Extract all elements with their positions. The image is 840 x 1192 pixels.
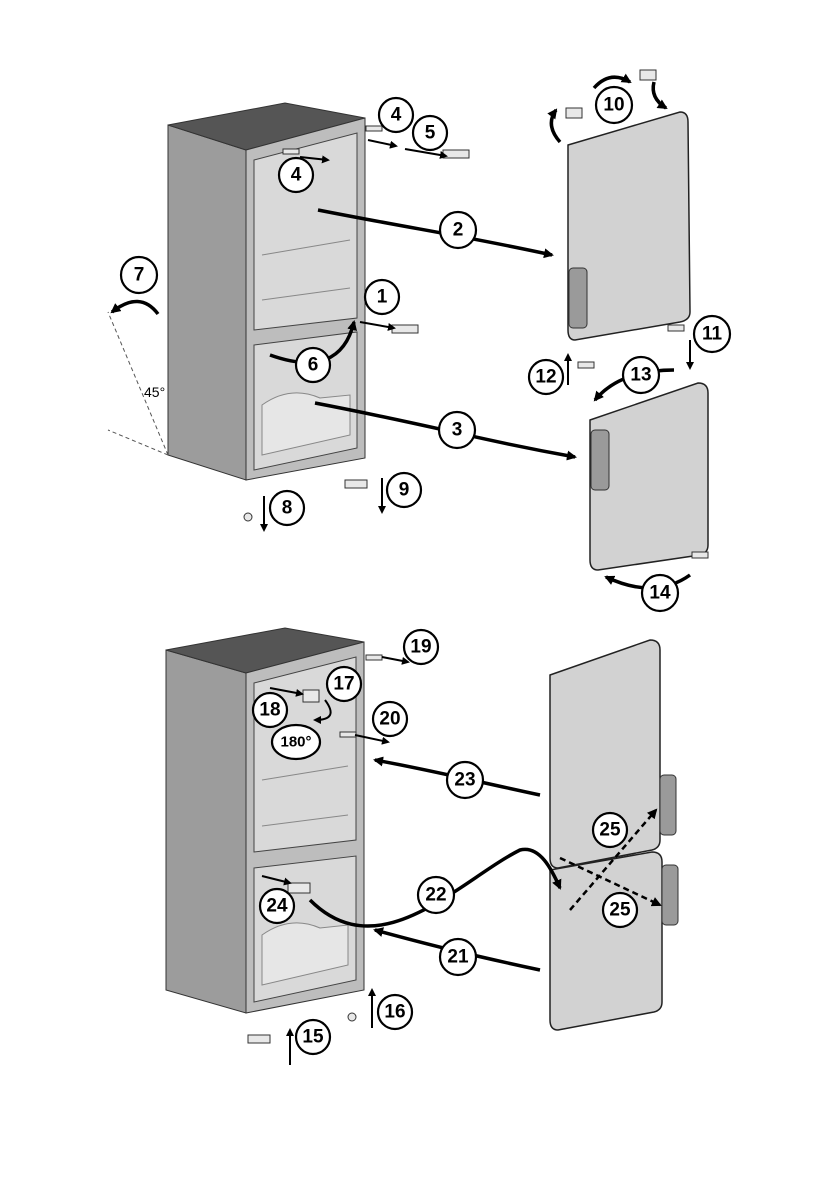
- step-badge: 24: [260, 889, 294, 923]
- bottom-hinge: [345, 480, 367, 488]
- lower-door-handle: [662, 865, 678, 925]
- svg-text:10: 10: [603, 95, 624, 116]
- svg-text:19: 19: [410, 637, 431, 658]
- svg-text:20: 20: [379, 709, 400, 730]
- svg-text:5: 5: [425, 123, 436, 144]
- step-badge: 4: [279, 158, 313, 192]
- step-badge: 16: [378, 995, 412, 1029]
- bottom-hinge: [248, 1035, 270, 1043]
- step-badge: 2: [440, 212, 476, 248]
- svg-text:17: 17: [333, 674, 354, 695]
- svg-text:7: 7: [134, 265, 145, 286]
- door-stop: [692, 552, 708, 558]
- arrow-step-10: [551, 110, 560, 142]
- middle-hinge: [288, 883, 310, 893]
- foot: [244, 513, 252, 521]
- step-badge: 7: [121, 257, 157, 293]
- svg-text:23: 23: [454, 770, 475, 791]
- svg-text:18: 18: [259, 700, 280, 721]
- step-badge: 14: [642, 575, 678, 611]
- arrow-step-19: [382, 657, 408, 662]
- hole-cap: [566, 108, 582, 118]
- step-badge: 9: [387, 473, 421, 507]
- svg-text:12: 12: [535, 367, 556, 388]
- step-badge: 5: [413, 116, 447, 150]
- svg-text:24: 24: [266, 896, 288, 917]
- step-badge: 10: [596, 87, 632, 123]
- svg-text:9: 9: [399, 480, 410, 501]
- upper-door-handle: [569, 268, 587, 328]
- svg-text:180°: 180°: [280, 734, 311, 751]
- step-badge: 20: [373, 702, 407, 736]
- step-badge: 13: [623, 357, 659, 393]
- step-badge: 23: [447, 762, 483, 798]
- svg-text:4: 4: [291, 165, 302, 186]
- svg-text:2: 2: [453, 220, 464, 241]
- step-badge: 1: [365, 280, 399, 314]
- step-badge: 3: [439, 412, 475, 448]
- bottom-lower-door: [550, 852, 678, 1030]
- cabinet-side-panel: [168, 125, 246, 480]
- svg-text:6: 6: [308, 355, 319, 376]
- hinge-cover: [366, 126, 382, 131]
- tilt-arrow: [112, 301, 158, 314]
- svg-text:3: 3: [452, 420, 463, 441]
- door-stop: [578, 362, 594, 368]
- tilt-angle-label: 45°: [144, 384, 165, 400]
- step-badge: 17: [327, 667, 361, 701]
- step-badge: 12: [529, 360, 563, 394]
- svg-text:1: 1: [377, 287, 388, 308]
- svg-text:22: 22: [425, 885, 446, 906]
- hole-cap: [640, 70, 656, 80]
- step-badge: 18: [253, 693, 287, 727]
- svg-text:4: 4: [391, 105, 402, 126]
- top-hinge: [443, 150, 469, 158]
- top-fridge-cabinet: [168, 103, 365, 480]
- upper-door-handle: [660, 775, 676, 835]
- step-badge: 6: [296, 348, 330, 382]
- svg-text:21: 21: [447, 947, 469, 968]
- hinge-cover: [340, 732, 356, 737]
- top-lower-door: [590, 383, 708, 570]
- svg-text:16: 16: [384, 1002, 405, 1023]
- svg-text:13: 13: [630, 365, 651, 386]
- step-badge: 8: [270, 491, 304, 525]
- hinge-cover: [366, 655, 382, 660]
- step-badge: 25: [603, 893, 637, 927]
- step-badge: 4: [379, 98, 413, 132]
- top-upper-door: [568, 112, 690, 340]
- step-badge: 11: [694, 316, 730, 352]
- svg-text:15: 15: [302, 1027, 324, 1048]
- tilt-guide: 45°: [108, 301, 168, 455]
- cabinet-side-panel: [166, 650, 246, 1013]
- svg-text:11: 11: [702, 324, 723, 345]
- foot: [348, 1013, 356, 1021]
- door-stop: [668, 325, 684, 331]
- step-badge: 21: [440, 939, 476, 975]
- step-badge: 19: [404, 630, 438, 664]
- svg-text:8: 8: [282, 498, 293, 519]
- step-badge: 15: [296, 1020, 330, 1054]
- top-hinge: [303, 690, 319, 702]
- arrow-step-4: [368, 140, 396, 146]
- middle-hinge: [392, 325, 418, 333]
- hinge-cover: [283, 149, 299, 154]
- rotation-badge: 180°: [272, 725, 320, 759]
- step-badge: 22: [418, 877, 454, 913]
- step-badge: 25: [593, 813, 627, 847]
- arrow-step-10: [653, 82, 666, 108]
- lower-door-handle: [591, 430, 609, 490]
- svg-text:14: 14: [649, 583, 671, 604]
- svg-text:25: 25: [609, 900, 631, 921]
- svg-text:25: 25: [599, 820, 621, 841]
